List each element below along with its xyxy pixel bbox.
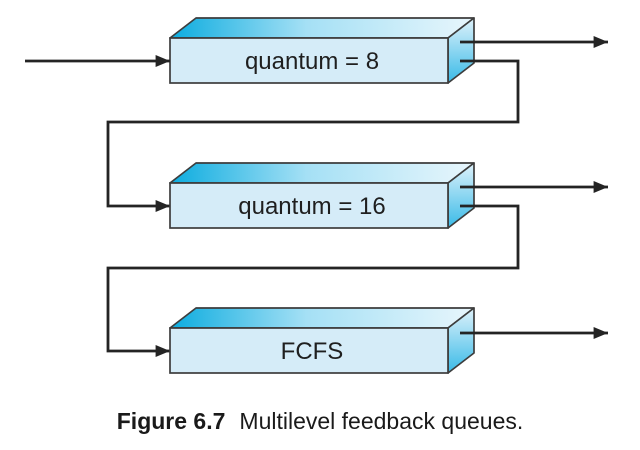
queue-1-group: quantum = 8 [25,17,608,212]
queue-2-demotion-arrow [106,204,520,357]
queue-3-box-top-face [169,307,475,329]
queue-2-group: quantum = 16 [106,162,608,357]
figure-number: Figure 6.7 [116,408,226,434]
queue-2-box-front-face [169,182,449,229]
queue-3-group: FCFS [169,307,608,374]
queue-1-demotion-arrow [106,59,520,212]
figure-caption-text: Multilevel feedback queues. [239,408,524,434]
queue-3-box-front-face [169,327,449,374]
queue-2-box-top-face [169,162,475,184]
figure-caption: Figure 6.7 Multilevel feedback queues. [0,408,640,435]
queue-2-label: quantum = 16 [238,193,385,220]
queue-1-label: quantum = 8 [245,48,379,75]
queue-3-label: FCFS [281,338,344,365]
queue-1-box-front-face [169,37,449,84]
queue-1-box-top-face [169,17,475,39]
